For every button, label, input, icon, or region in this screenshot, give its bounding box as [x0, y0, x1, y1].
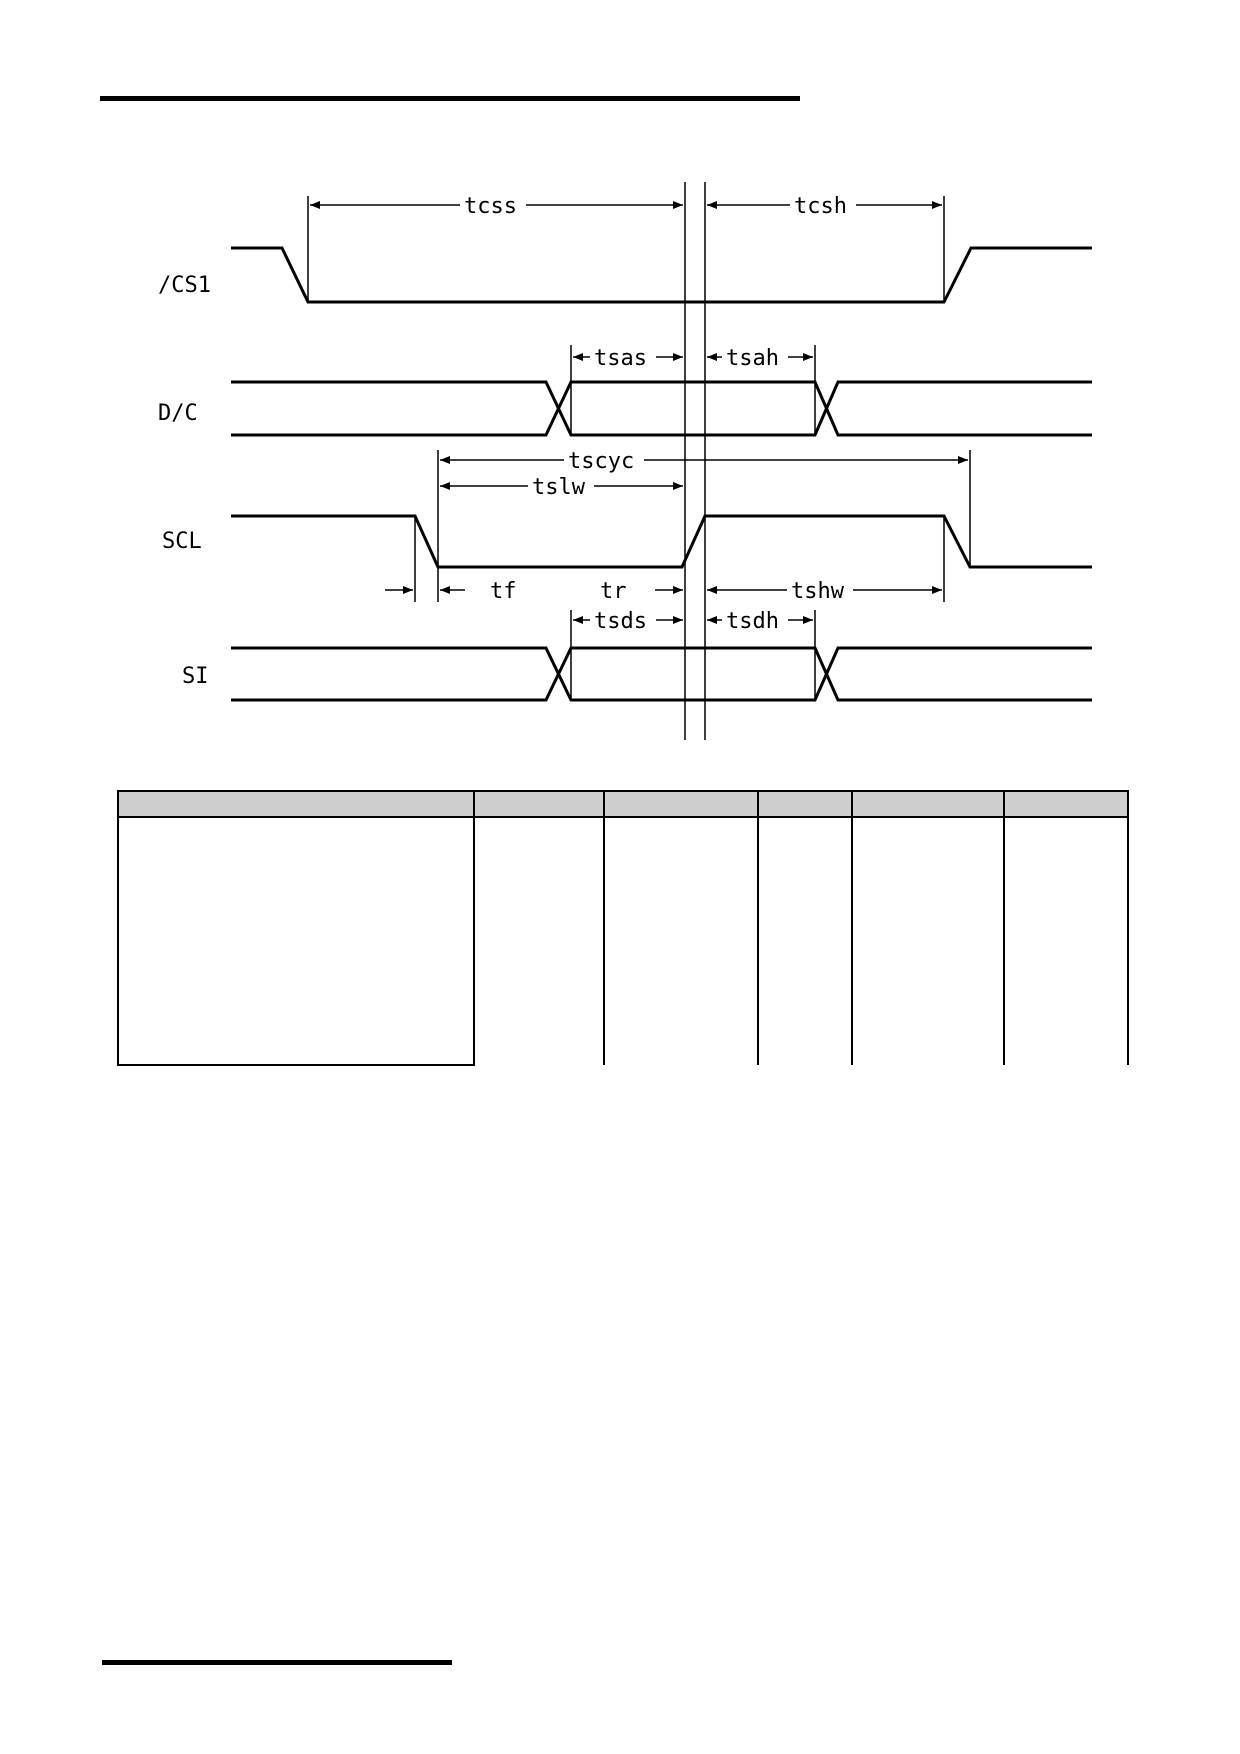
dc-waveform [231, 380, 1092, 437]
label-tsds: tsds [594, 609, 647, 634]
table-header-row [117, 790, 1129, 818]
label-tslw: tslw [532, 475, 586, 500]
table-header-cell [473, 790, 605, 818]
table-cell [473, 817, 605, 1065]
table-header-cell [1003, 790, 1129, 818]
timing-labels: tcss tcsh tsas tsah tscyc tslw tf tr tsh… [460, 190, 856, 634]
label-tr: tr [600, 579, 627, 604]
signal-label-si: SI [182, 664, 209, 689]
signal-label-dc: D/C [158, 401, 198, 426]
table-header-cell [851, 790, 1005, 818]
bottom-rule [102, 1660, 452, 1665]
timing-spec-table [117, 790, 1129, 1066]
table-cell [851, 817, 1005, 1065]
label-tshw: tshw [791, 579, 845, 604]
label-tscyc: tscyc [568, 449, 634, 474]
top-rule [100, 96, 800, 101]
table-cell [117, 817, 475, 1066]
signal-label-scl: SCL [162, 529, 202, 554]
label-tsdh: tsdh [726, 609, 779, 634]
signal-label-cs1: /CS1 [158, 273, 211, 298]
table-header-cell [757, 790, 853, 818]
table-cell [1003, 817, 1129, 1065]
table-header-cell [603, 790, 759, 818]
label-tcsh: tcsh [794, 194, 847, 219]
label-tcss: tcss [464, 194, 517, 219]
table-header-cell [117, 790, 475, 818]
timing-arrows [310, 201, 968, 624]
cs1-waveform [231, 246, 1092, 304]
label-tsas: tsas [594, 346, 647, 371]
table-row [117, 817, 1129, 1066]
timing-diagram: /CS1 D/C SCL SI [158, 182, 1092, 740]
si-waveform [231, 646, 1092, 702]
scl-waveform [231, 514, 1092, 569]
label-tf: tf [490, 579, 517, 604]
table-cell [603, 817, 759, 1065]
table-cell [757, 817, 853, 1065]
label-tsah: tsah [726, 346, 779, 371]
